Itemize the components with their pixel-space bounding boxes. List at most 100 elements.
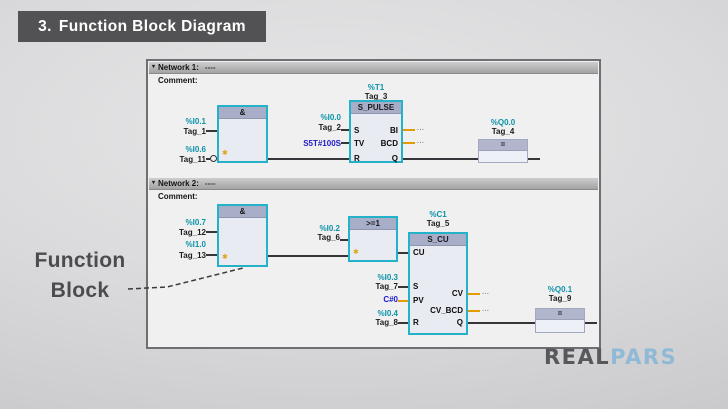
operand-address[interactable]: %I0.3 <box>377 273 398 282</box>
wire <box>403 158 478 160</box>
network2-title-dots: ---- <box>204 179 216 188</box>
fbd-editor-panel: ▾ Network 1: ---- Comment: & ✱ %I0.1 Tag… <box>146 59 601 349</box>
or-block[interactable]: >=1 ✱ <box>348 216 398 262</box>
wire-unconnected <box>468 293 480 295</box>
wire-unconnected <box>398 300 408 302</box>
and-block-net1[interactable]: & ✱ <box>217 105 268 163</box>
port-bcd: BCD <box>380 139 398 148</box>
block-title-address[interactable]: %T1 <box>367 83 385 92</box>
wire <box>268 158 349 160</box>
operand-tag[interactable]: Tag_1 <box>183 127 206 136</box>
operand-address[interactable]: %I0.4 <box>377 309 398 318</box>
wire <box>341 142 349 144</box>
insert-input-icon[interactable]: ✱ <box>353 249 359 256</box>
coil-tag[interactable]: Tag_4 <box>491 127 515 136</box>
operand-tag[interactable]: Tag_13 <box>179 251 206 260</box>
operand-tag[interactable]: Tag_12 <box>179 228 206 237</box>
operand-tag[interactable]: Tag_2 <box>318 123 341 132</box>
wire <box>206 130 217 132</box>
network1-title-bar[interactable]: ▾ Network 1: ---- <box>149 62 598 74</box>
logo-part-real: REAL <box>544 345 611 369</box>
operand-address[interactable]: %I1.0 <box>185 240 206 249</box>
open-connection[interactable]: ... <box>417 138 425 145</box>
port-q: Q <box>391 154 398 163</box>
s-cu-header: S_CU <box>410 234 466 246</box>
realpars-logo: REALPARS <box>544 347 677 368</box>
port-tv: TV <box>354 139 365 148</box>
network2-title-bar[interactable]: ▾ Network 2: ---- <box>149 178 598 190</box>
operand-address[interactable]: %I0.7 <box>185 218 206 227</box>
network2-comment-label[interactable]: Comment: <box>158 192 198 201</box>
port-r: R <box>354 154 360 163</box>
open-connection[interactable]: ... <box>482 289 490 296</box>
open-connection[interactable]: ... <box>417 125 425 132</box>
assign-coil-net2[interactable]: = <box>535 308 585 333</box>
or-block-header: >=1 <box>350 218 396 230</box>
wire <box>585 322 597 324</box>
operand-address[interactable]: %I0.2 <box>319 224 340 233</box>
network1-title-dots: ---- <box>204 63 216 72</box>
assign-coil-symbol: = <box>536 309 584 320</box>
wire <box>468 322 535 324</box>
port-s: S <box>354 126 360 135</box>
port-r: R <box>413 318 419 327</box>
wire <box>341 129 349 131</box>
network2-title: Network 2: <box>158 179 199 188</box>
port-cu: CU <box>413 248 425 257</box>
coil-address[interactable]: %Q0.0 <box>490 118 516 127</box>
and-block-net2[interactable]: & ✱ <box>217 204 268 267</box>
network1-title: Network 1: <box>158 63 199 72</box>
and-block-net2-header: & <box>219 206 266 218</box>
assign-coil-net1[interactable]: = <box>478 139 528 163</box>
port-pv: PV <box>413 296 424 305</box>
operand-tag[interactable]: Tag_11 <box>179 155 206 164</box>
s-pulse-header: S_PULSE <box>351 102 401 114</box>
negation-circle-icon <box>210 155 217 162</box>
collapse-icon[interactable]: ▾ <box>151 64 155 70</box>
port-q: Q <box>456 318 463 327</box>
wire-unconnected <box>403 129 415 131</box>
open-connection[interactable]: ... <box>482 306 490 313</box>
wire-unconnected <box>403 142 415 144</box>
block-title-address[interactable]: %C1 <box>429 210 447 219</box>
and-block-net1-header: & <box>219 107 266 119</box>
port-cv: CV <box>451 289 463 298</box>
assign-coil-symbol: = <box>479 140 527 151</box>
operand-tag[interactable]: Tag_7 <box>375 282 398 291</box>
operand-tag[interactable]: Tag_8 <box>375 318 398 327</box>
operand-address[interactable]: %I0.1 <box>185 117 206 126</box>
s-cu-counter-block[interactable]: S_CU CU S PV R CV CV_BCD Q <box>408 232 468 335</box>
operand-tag[interactable]: Tag_6 <box>317 233 340 242</box>
coil-tag[interactable]: Tag_9 <box>548 294 572 303</box>
wire <box>398 252 408 254</box>
coil-address[interactable]: %Q0.1 <box>547 285 573 294</box>
insert-input-icon[interactable]: ✱ <box>222 150 228 157</box>
wire <box>206 254 217 256</box>
page-title-number: 3. <box>38 18 52 35</box>
counter-constant[interactable]: C#0 <box>383 295 398 304</box>
block-title-tag[interactable]: Tag_3 <box>364 92 388 101</box>
wire <box>206 231 217 233</box>
page-title: 3. Function Block Diagram <box>18 11 266 42</box>
wire <box>206 158 210 160</box>
wire <box>268 255 348 257</box>
wire-unconnected <box>468 310 480 312</box>
insert-input-icon[interactable]: ✱ <box>222 254 228 261</box>
network1-comment-label[interactable]: Comment: <box>158 76 198 85</box>
collapse-icon[interactable]: ▾ <box>151 180 155 186</box>
annotation-line2: Block <box>50 279 110 302</box>
operand-address[interactable]: %I0.0 <box>320 113 341 122</box>
block-title-tag[interactable]: Tag_5 <box>426 219 450 228</box>
port-s: S <box>413 282 419 291</box>
logo-part-pars: PARS <box>610 345 678 369</box>
operand-address[interactable]: %I0.6 <box>185 145 206 154</box>
wire <box>398 322 408 324</box>
page-title-text: Function Block Diagram <box>58 18 246 35</box>
timer-constant[interactable]: S5T#100S <box>303 139 341 148</box>
wire <box>528 158 540 160</box>
wire <box>398 286 408 288</box>
wire <box>340 239 348 241</box>
annotation-line1: Function <box>34 249 126 272</box>
s-pulse-timer-block[interactable]: S_PULSE S TV R BI BCD Q <box>349 100 403 163</box>
